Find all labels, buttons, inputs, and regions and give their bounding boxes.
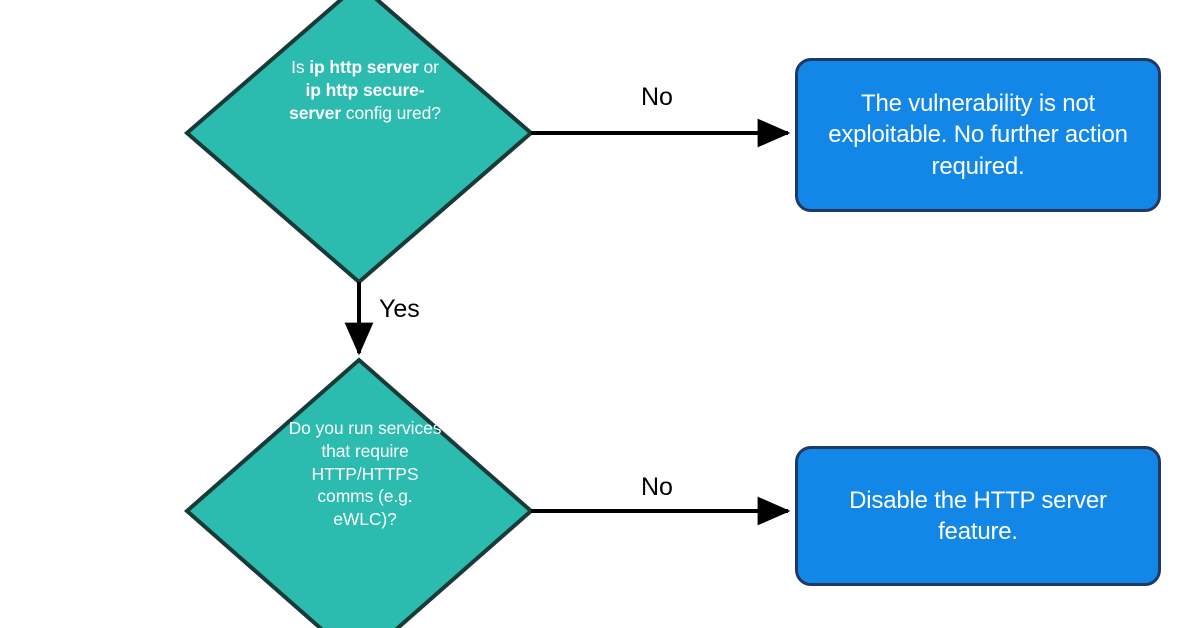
outcome-node-2-label: Disable the HTTP server feature. — [849, 486, 1107, 545]
outcome-node-1[interactable]: The vulnerability is not exploitable. No… — [795, 58, 1161, 212]
outcome-node-1-label: The vulnerability is not exploitable. No… — [828, 90, 1128, 180]
edge-label-no-2: No — [641, 473, 673, 501]
decision-node-1-shape[interactable] — [183, 0, 535, 285]
decision-node-2-label: Do you run services that require HTTP/HT… — [288, 418, 442, 529]
edge-label-yes: Yes — [379, 295, 420, 323]
decision-node-2-shape[interactable] — [183, 357, 535, 628]
outcome-node-2[interactable]: Disable the HTTP server feature. — [795, 446, 1161, 586]
edge-label-no-1: No — [641, 83, 673, 111]
decision-node-1-label: Is ip http server or ip http secure-serv… — [289, 57, 441, 123]
